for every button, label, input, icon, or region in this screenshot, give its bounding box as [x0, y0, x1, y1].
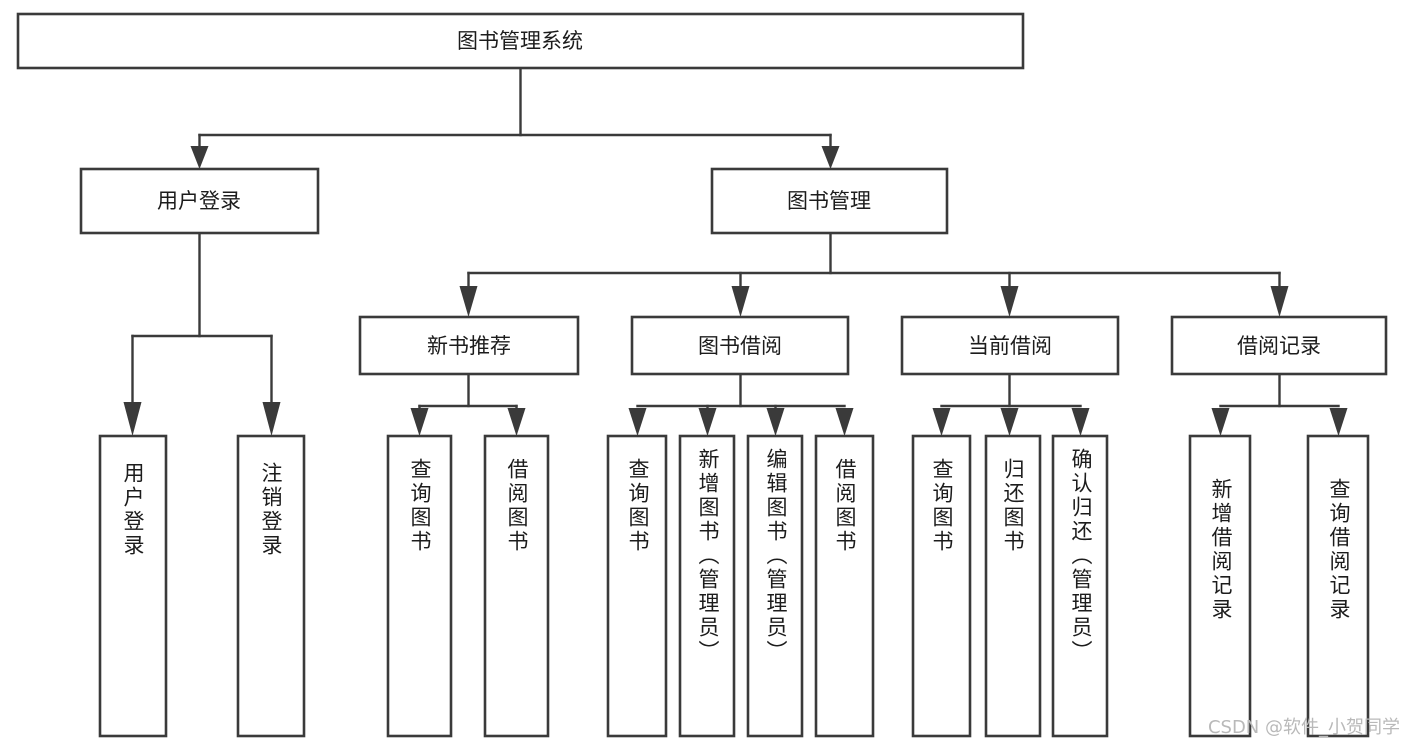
node-box	[814, 434, 875, 738]
node-box	[678, 434, 736, 738]
node-label: 图书借阅	[698, 334, 782, 358]
node-leaf-add-book[interactable]: 新增图书（管理员）	[678, 434, 736, 738]
arrow-head-icon	[1071, 408, 1090, 436]
node-box	[606, 434, 668, 738]
node-box	[710, 167, 949, 235]
arrow-head-icon	[262, 402, 281, 436]
node-label: 注销登录	[259, 462, 283, 558]
node-leaf-query-record[interactable]: 查询借阅记录	[1306, 434, 1370, 738]
arrow-head-icon	[731, 286, 750, 317]
arrow-head-icon	[932, 408, 951, 436]
arrow-head-icon	[410, 408, 429, 436]
arrow-head-icon	[1329, 408, 1348, 436]
node-book-manage[interactable]: 图书管理	[710, 167, 949, 235]
node-box	[746, 434, 804, 738]
connector-bookborrow-to-leaves	[628, 372, 854, 436]
node-label: 借阅图书	[833, 458, 857, 554]
node-label: 新增图书（管理员）	[696, 448, 720, 664]
node-box	[630, 315, 850, 376]
node-label: 借阅记录	[1237, 334, 1321, 358]
connector-userlogin-to-leaves	[123, 231, 281, 436]
arrow-head-icon	[1211, 408, 1230, 436]
connector-currentborrow-to-leaves	[932, 372, 1090, 436]
arrow-head-icon	[1270, 286, 1289, 317]
connector-newbook-to-leaves	[410, 372, 526, 436]
node-label: 借阅图书	[505, 458, 529, 554]
node-box	[1188, 434, 1252, 738]
node-box	[1051, 434, 1109, 738]
node-box	[911, 434, 972, 738]
node-box	[98, 434, 168, 738]
node-label: 图书管理	[787, 189, 871, 213]
node-box	[483, 434, 550, 738]
connector-borrowrecord-to-leaves	[1211, 372, 1348, 436]
node-label: 查询图书	[408, 458, 432, 554]
node-box	[1170, 315, 1388, 376]
node-book-borrow[interactable]: 图书借阅	[630, 315, 850, 376]
node-leaf-borrow-book-1[interactable]: 借阅图书	[483, 434, 550, 738]
node-box	[984, 434, 1042, 738]
arrow-head-icon	[507, 408, 526, 436]
arrow-head-icon	[835, 408, 854, 436]
node-box	[900, 315, 1120, 376]
node-label: 新书推荐	[427, 334, 511, 358]
node-leaf-query-book-3[interactable]: 查询图书	[911, 434, 972, 738]
node-label: 图书管理系统	[457, 29, 583, 53]
arrow-head-icon	[821, 146, 840, 169]
node-label: 确认归还（管理员）	[1069, 448, 1093, 664]
node-label: 用户登录	[157, 189, 241, 213]
node-leaf-confirm-return[interactable]: 确认归还（管理员）	[1051, 434, 1109, 738]
node-box	[79, 167, 320, 235]
csdn-watermark: CSDN @软件_小贺同学	[1208, 717, 1400, 738]
node-label: 新增借阅记录	[1209, 478, 1233, 622]
node-leaf-user-login[interactable]: 用户登录	[98, 434, 168, 738]
node-user-login[interactable]: 用户登录	[79, 167, 320, 235]
node-label: 查询图书	[626, 458, 650, 554]
arrow-head-icon	[698, 408, 717, 436]
node-label: 当前借阅	[968, 334, 1052, 358]
arrow-head-icon	[628, 408, 647, 436]
node-box	[358, 315, 580, 376]
node-leaf-add-record[interactable]: 新增借阅记录	[1188, 434, 1252, 738]
node-root-system[interactable]: 图书管理系统	[16, 12, 1025, 70]
node-leaf-query-book-2[interactable]: 查询图书	[606, 434, 668, 738]
node-label: 用户登录	[121, 462, 145, 558]
connector-root-to-level2	[190, 66, 840, 169]
node-label: 查询图书	[930, 458, 954, 554]
arrow-head-icon	[1000, 286, 1019, 317]
arrow-head-icon	[123, 402, 142, 436]
arrow-head-icon	[190, 146, 209, 169]
arrow-head-icon	[459, 286, 478, 317]
arrow-head-icon	[1000, 408, 1019, 436]
node-label: 编辑图书（管理员）	[764, 448, 788, 664]
node-box	[386, 434, 453, 738]
node-leaf-logout[interactable]: 注销登录	[236, 434, 306, 738]
node-box	[236, 434, 306, 738]
connector-bookmanage-to-level3	[459, 231, 1289, 317]
node-leaf-edit-book[interactable]: 编辑图书（管理员）	[746, 434, 804, 738]
node-leaf-return-book[interactable]: 归还图书	[984, 434, 1042, 738]
node-label: 查询借阅记录	[1327, 478, 1351, 622]
node-leaf-borrow-book-2[interactable]: 借阅图书	[814, 434, 875, 738]
node-new-book-recommend[interactable]: 新书推荐	[358, 315, 580, 376]
node-current-borrow[interactable]: 当前借阅	[900, 315, 1120, 376]
node-box	[1306, 434, 1370, 738]
node-box	[16, 12, 1025, 70]
node-leaf-query-book-1[interactable]: 查询图书	[386, 434, 453, 738]
node-label: 归还图书	[1001, 458, 1025, 554]
arrow-head-icon	[766, 408, 785, 436]
node-borrow-record[interactable]: 借阅记录	[1170, 315, 1388, 376]
